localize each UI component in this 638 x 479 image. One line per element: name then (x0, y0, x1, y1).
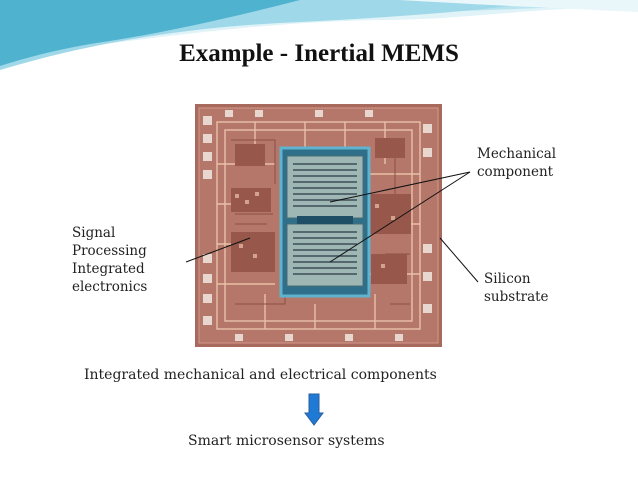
caption-integrated-components: Integrated mechanical and electrical com… (84, 367, 437, 383)
callout-line: component (477, 163, 556, 181)
callout-line: Silicon (484, 270, 549, 288)
callout-line: Signal (72, 224, 147, 242)
callout-line: Processing (72, 242, 147, 260)
down-arrow-icon (304, 393, 324, 426)
callout-line: substrate (484, 288, 549, 306)
mems-chip-image (195, 104, 442, 347)
callout-line: Mechanical (477, 145, 556, 163)
callout-line: Integrated (72, 260, 147, 278)
callout-line: electronics (72, 278, 147, 296)
caption-smart-microsensor: Smart microsensor systems (188, 433, 385, 449)
callout-signal-processing: Signal Processing Integrated electronics (72, 224, 147, 296)
callout-silicon-substrate: Silicon substrate (484, 270, 549, 306)
slide-title: Example - Inertial MEMS (0, 40, 638, 68)
callout-mechanical-component: Mechanical component (477, 145, 556, 181)
